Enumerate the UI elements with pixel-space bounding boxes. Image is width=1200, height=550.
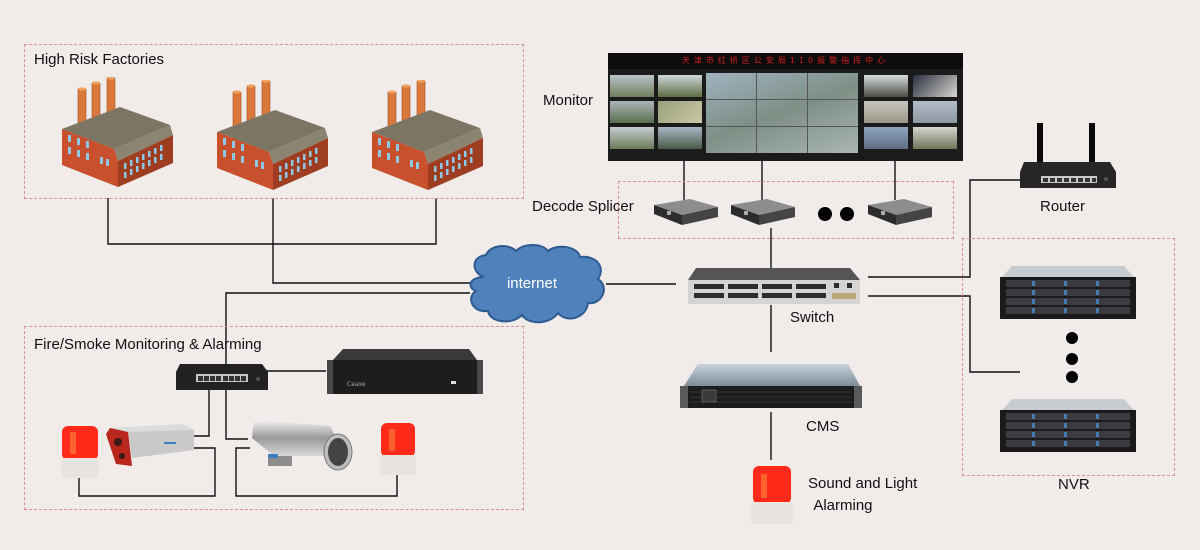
group-fire-smoke: [24, 326, 524, 510]
factory-icon[interactable]: [370, 80, 490, 190]
group-label-factories: High Risk Factories: [34, 51, 165, 68]
group-nvr: [962, 238, 1175, 476]
group-label-fire-smoke: Fire/Smoke Monitoring & Alarming: [34, 336, 262, 353]
wire-camera1-beacon: [78, 447, 216, 497]
wire-switch-nvr: [868, 295, 1020, 373]
wire-switch-router: [868, 179, 1022, 278]
label-router: Router: [1040, 198, 1086, 215]
label-decode-splicer: Decode Splicer: [532, 198, 634, 215]
label-alarm-line2: Alarming: [810, 497, 873, 514]
group-decode-splicer: [618, 181, 954, 239]
decode-splicer-device[interactable]: [727, 195, 799, 230]
label-switch: Switch: [790, 309, 835, 326]
ellipsis-dot: [1066, 332, 1078, 344]
poe-switch-icon[interactable]: [174, 362, 270, 392]
wire-poe-camera-2: [225, 390, 248, 440]
label-nvr: NVR: [1058, 476, 1090, 493]
alarm-beacon-icon[interactable]: [377, 421, 419, 477]
alarm-beacon-icon[interactable]: [749, 464, 795, 526]
nvr-server-icon[interactable]: [998, 265, 1138, 321]
wire-factory-2: [272, 198, 470, 284]
factory-icon[interactable]: [60, 77, 180, 187]
router-icon[interactable]: [1018, 122, 1118, 192]
wire-fire-switch-internet: [225, 292, 470, 372]
decode-splicer-device[interactable]: [650, 195, 722, 230]
ellipsis-dot: [818, 207, 832, 221]
cms-server-icon[interactable]: [676, 362, 866, 414]
ellipsis-dot: [1066, 353, 1078, 365]
explosion-proof-camera-icon[interactable]: [246, 412, 358, 474]
wire-factory-1: [107, 198, 437, 245]
ellipsis-dot: [1066, 371, 1078, 383]
internet-cloud-icon[interactable]: internet: [462, 243, 612, 325]
wire-poe-camera-1: [190, 390, 210, 437]
alarm-beacon-icon[interactable]: [58, 424, 102, 480]
label-alarm-line1: Sound and Light: [808, 475, 918, 492]
core-switch-icon[interactable]: [684, 266, 864, 308]
internet-label: internet: [507, 275, 558, 292]
decode-splicer-device[interactable]: [864, 195, 936, 230]
monitor-wall[interactable]: 天津市红桥区公安局110报警指挥中心: [608, 53, 963, 161]
ellipsis-dot: [840, 207, 854, 221]
factory-icon[interactable]: [215, 80, 335, 190]
nvr-server-icon[interactable]: [998, 398, 1138, 454]
monitor-banner: 天津市红桥区公安局110报警指挥中心: [608, 53, 963, 69]
svg-text:Ceaxe: Ceaxe: [347, 381, 366, 388]
bullet-camera-icon[interactable]: [104, 422, 196, 468]
group-high-risk-factories: [24, 44, 524, 199]
recorder-icon[interactable]: Ceaxe: [325, 348, 485, 396]
label-monitor: Monitor: [543, 92, 594, 109]
label-cms: CMS: [806, 418, 840, 435]
wire-camera2-beacon: [235, 447, 398, 497]
